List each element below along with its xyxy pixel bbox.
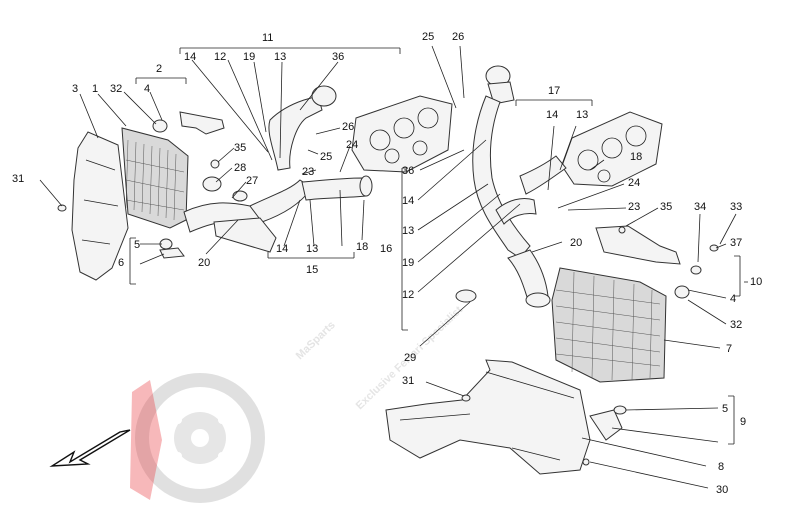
callout: 35 — [234, 142, 246, 154]
brake-disc-logo — [130, 373, 265, 503]
front-arrow-icon — [49, 429, 131, 467]
callout: 14 — [546, 109, 558, 121]
callout: 5 — [722, 403, 728, 415]
callout: 1 — [92, 83, 98, 95]
callout: 7 — [726, 343, 732, 355]
callout: 11 — [262, 32, 273, 44]
callout: 12 — [402, 289, 414, 301]
callout: 23 — [302, 166, 314, 178]
watermark: MaSparts Exclusive Ferrari Specialist — [130, 304, 465, 503]
callout: 24 — [628, 177, 640, 189]
callout: 29 — [404, 352, 416, 364]
callout: 5 — [134, 239, 140, 251]
callout: 13 — [576, 109, 588, 121]
callout: 13 — [402, 225, 414, 237]
callout: 36 — [332, 51, 344, 63]
callout: 26 — [452, 31, 464, 43]
callout: 17 — [548, 85, 560, 97]
callout: 32 — [110, 83, 122, 95]
callout: 15 — [306, 264, 318, 276]
callout: 18 — [356, 241, 368, 253]
callout: 6 — [118, 257, 124, 269]
callout: 35 — [660, 201, 672, 213]
callout: 34 — [694, 201, 706, 213]
callout: 31 — [402, 375, 414, 387]
callout: 31 — [12, 173, 24, 185]
turbo-manifold-left — [351, 95, 453, 173]
callout: 20 — [198, 257, 210, 269]
callout: 25 — [320, 151, 332, 163]
callout: 19 — [402, 257, 414, 269]
callout: 4 — [144, 83, 150, 95]
callout-labels: 11 14 12 19 13 36 2 3 1 32 4 26 35 25 24… — [12, 31, 762, 496]
callout: 2 — [156, 63, 162, 75]
right-intercooler-assembly — [385, 65, 719, 475]
callout: 28 — [234, 162, 246, 174]
watermark-brand: MaSparts — [294, 319, 338, 362]
callout: 10 — [750, 276, 762, 288]
callout: 26 — [342, 121, 354, 133]
right-intercooler — [551, 267, 667, 383]
callout: 24 — [346, 139, 358, 151]
callout: 30 — [716, 484, 728, 496]
callout: 18 — [630, 151, 642, 163]
callout: 4 — [730, 293, 736, 305]
callout: 25 — [422, 31, 434, 43]
turbo-manifold-right — [561, 111, 663, 187]
callout: 23 — [628, 201, 640, 213]
left-intercooler-assembly — [57, 85, 373, 281]
callout: 37 — [730, 237, 742, 249]
callout: 3 — [72, 83, 78, 95]
callout: 14 — [276, 243, 288, 255]
callout: 27 — [246, 175, 258, 187]
callout: 14 — [184, 51, 196, 63]
callout: 33 — [730, 201, 742, 213]
leader-lines — [39, 45, 748, 489]
callout: 20 — [570, 237, 582, 249]
callout: 8 — [718, 461, 724, 473]
callout: 13 — [274, 51, 286, 63]
callout: 32 — [730, 319, 742, 331]
callout: 13 — [306, 243, 318, 255]
left-intercooler — [121, 127, 189, 229]
callout: 16 — [380, 243, 392, 255]
callout: 14 — [402, 195, 414, 207]
callout: 12 — [214, 51, 226, 63]
callout: 19 — [243, 51, 255, 63]
callout: 36 — [402, 165, 414, 177]
callout: 9 — [740, 416, 746, 428]
